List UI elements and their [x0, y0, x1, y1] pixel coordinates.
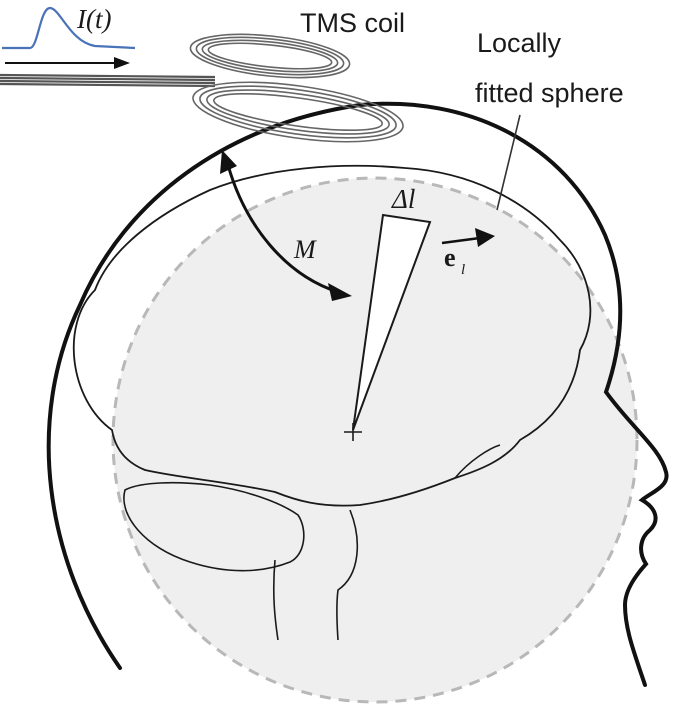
mutual-inductance-arrow	[220, 150, 352, 301]
sphere-center-mark	[344, 423, 362, 441]
tms-coil-lower	[192, 81, 404, 143]
current-pulse-icon	[2, 6, 136, 50]
dipole-wedge	[352, 213, 432, 431]
sphere-label-line1: Locally	[477, 28, 562, 58]
cerebellum	[123, 481, 305, 572]
current-label: I(t)	[76, 4, 111, 34]
unit-vector-subscript: l	[461, 262, 465, 278]
current-arrow	[5, 57, 130, 69]
tms-coil-upper	[189, 33, 351, 79]
sphere-label-line2: fitted sphere	[475, 78, 624, 108]
brain-outline	[72, 164, 592, 507]
delta-l-label: Δl	[391, 184, 415, 214]
unit-vector-arrow	[441, 228, 495, 247]
sphere-leader-line	[496, 114, 521, 211]
temporal-fold	[454, 444, 501, 479]
fitted-sphere	[111, 176, 639, 704]
brainstem	[272, 509, 359, 641]
unit-vector-label: e	[444, 243, 456, 272]
head-outline	[46, 101, 669, 687]
coil-label: TMS coil	[300, 8, 405, 38]
mutual-inductance-label: M	[293, 235, 317, 264]
coil-leads	[0, 73, 216, 88]
